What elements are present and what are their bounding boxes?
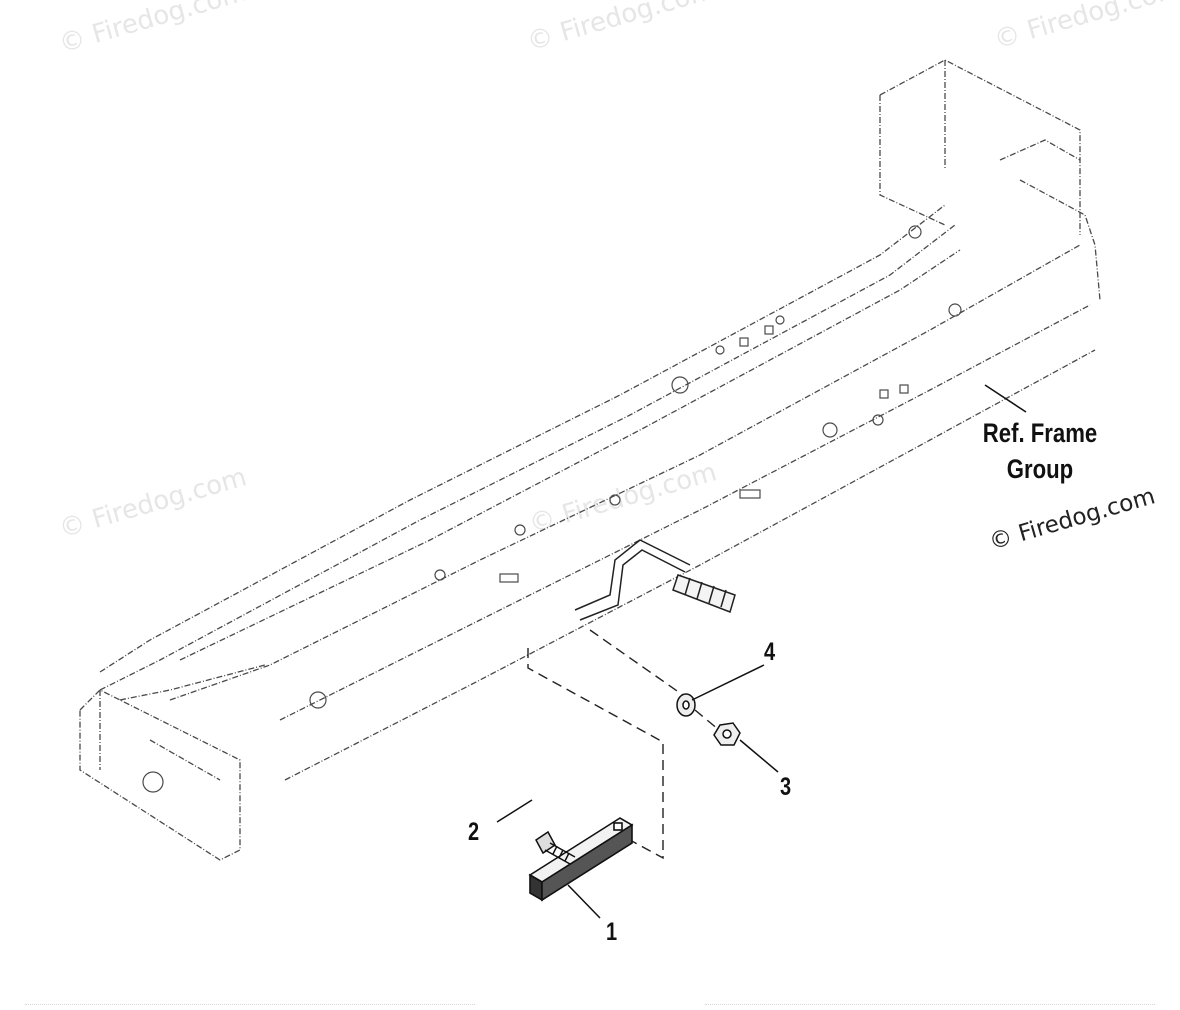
reference-label-line2: Group xyxy=(1006,454,1074,484)
part-2-bolt xyxy=(535,830,576,865)
part-1-bar xyxy=(528,817,634,902)
callout-4: 4 xyxy=(764,638,776,666)
frame-rail xyxy=(79,59,1101,861)
footer-divider-left xyxy=(25,1004,475,1005)
reference-label: Ref. Frame Group xyxy=(974,415,1105,487)
callout-3: 3 xyxy=(780,773,792,801)
part-3-nut xyxy=(713,722,741,746)
callout-2: 2 xyxy=(468,818,480,846)
callout-1: 1 xyxy=(606,918,618,946)
reference-label-line1: Ref. Frame xyxy=(982,418,1098,448)
footer-divider-right xyxy=(705,1004,1155,1005)
frame-holes xyxy=(142,225,962,793)
lever-handle xyxy=(574,539,736,621)
leader-lines xyxy=(496,384,1027,919)
part-4-washer xyxy=(676,693,696,717)
